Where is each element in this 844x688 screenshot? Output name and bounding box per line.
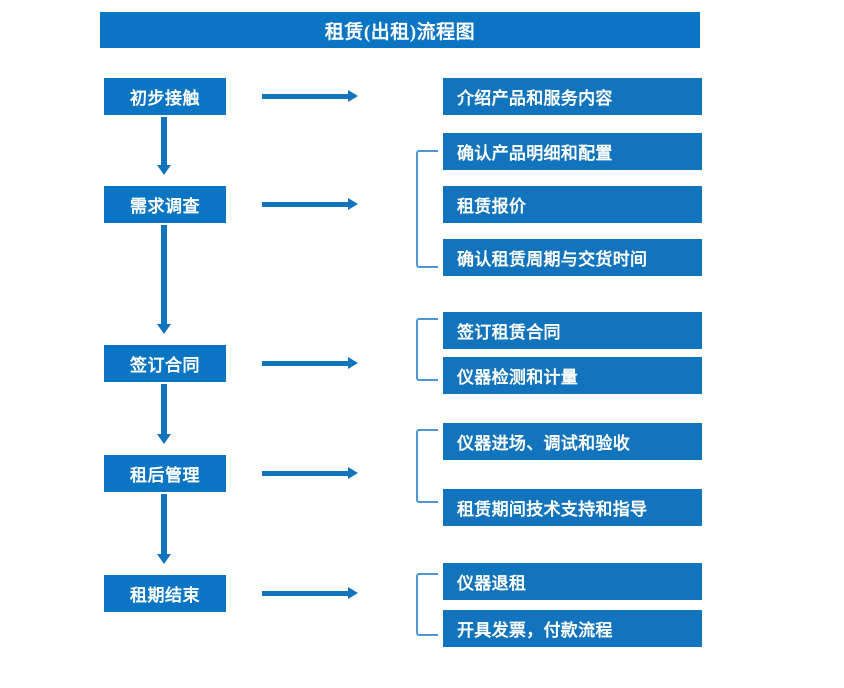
detail-box-instrument-return[interactable]: 仪器退租 <box>443 563 702 600</box>
stage-box-post-rental-management[interactable]: 租后管理 <box>104 455 226 492</box>
stage-label: 需求调查 <box>130 197 200 216</box>
detail-label: 签订租赁合同 <box>457 323 561 342</box>
detail-box-introduce-products[interactable]: 介绍产品和服务内容 <box>443 78 702 115</box>
stage-label: 租期结束 <box>130 586 200 605</box>
group-bracket-sign-contract <box>416 318 438 381</box>
detail-label: 仪器退租 <box>457 574 527 593</box>
down-arrow-icon-contract-to-management <box>157 384 171 455</box>
detail-box-confirm-rental-period[interactable]: 确认租赁周期与交货时间 <box>443 239 702 276</box>
detail-label: 租赁报价 <box>457 197 527 216</box>
stage-label: 租后管理 <box>130 466 200 485</box>
stage-box-initial-contact[interactable]: 初步接触 <box>104 78 226 115</box>
group-bracket-rental-period-end <box>416 573 438 636</box>
detail-label: 开具发票，付款流程 <box>457 621 613 640</box>
group-bracket-needs-survey <box>416 150 438 268</box>
stage-box-rental-period-end[interactable]: 租期结束 <box>104 575 226 612</box>
detail-label: 仪器检测和计量 <box>457 368 579 387</box>
flowchart-title-bar: 租赁(出租)流程图 <box>100 12 700 48</box>
detail-label: 介绍产品和服务内容 <box>457 89 613 108</box>
down-arrow-icon-contact-to-survey <box>157 117 171 186</box>
detail-box-instrument-entry[interactable]: 仪器进场、调试和验收 <box>443 423 702 460</box>
detail-box-instrument-inspection[interactable]: 仪器检测和计量 <box>443 357 702 394</box>
down-arrow-icon-management-to-end <box>157 494 171 575</box>
detail-label: 租赁期间技术支持和指导 <box>457 500 648 519</box>
page-title: 租赁(出租)流程图 <box>324 21 476 43</box>
detail-box-rental-quotation[interactable]: 租赁报价 <box>443 186 702 223</box>
stage-label: 签订合同 <box>130 356 200 375</box>
stage-box-sign-contract[interactable]: 签订合同 <box>104 345 226 382</box>
detail-box-sign-rental-contract[interactable]: 签订租赁合同 <box>443 312 702 349</box>
detail-box-technical-support[interactable]: 租赁期间技术支持和指导 <box>443 489 702 526</box>
stage-label: 初步接触 <box>130 89 200 108</box>
group-bracket-post-rental-management <box>416 429 438 503</box>
down-arrow-icon-survey-to-contract <box>157 225 171 345</box>
detail-label: 仪器进场、调试和验收 <box>457 434 630 453</box>
detail-box-invoice-payment[interactable]: 开具发票，付款流程 <box>443 610 702 647</box>
stage-box-needs-survey[interactable]: 需求调查 <box>104 186 226 223</box>
detail-label: 确认产品明细和配置 <box>457 144 613 163</box>
detail-label: 确认租赁周期与交货时间 <box>457 250 648 269</box>
detail-box-confirm-product-details[interactable]: 确认产品明细和配置 <box>443 133 702 170</box>
